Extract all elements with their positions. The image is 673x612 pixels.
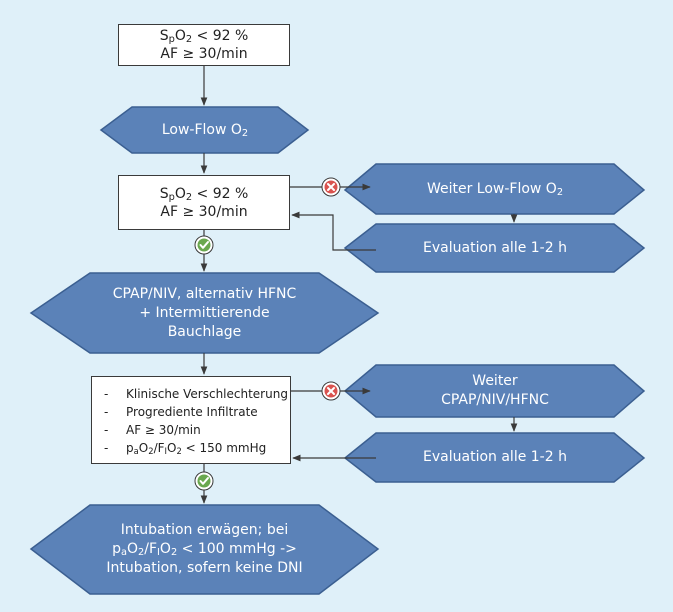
hexagon-evaluation-1 (343, 223, 646, 273)
list-item: -Klinische Verschlechterung (104, 387, 288, 401)
condition-spo2-line: SpO2 < 92 % (159, 185, 249, 203)
condition-af-line: AF ≥ 30/min (160, 203, 248, 220)
hexagon-cpap (29, 272, 380, 354)
cross-icon (321, 177, 341, 197)
arrow-eval1-back-to-box2 (291, 211, 376, 251)
evaluation-1-label: Evaluation alle 1-2 h (423, 239, 567, 256)
list-item: -paO2/FIO2 < 150 mmHg (104, 441, 267, 456)
weiter-cpap-label: Weiter CPAP/NIV/HFNC (441, 373, 549, 408)
checkmark-icon (194, 235, 214, 255)
list-item: -Progrediente Infiltrate (104, 405, 258, 419)
condition-spo2-line: SpO2 < 92 % (159, 28, 249, 45)
hexagon-evaluation-2 (343, 432, 646, 483)
intubation-label: Intubation erwägen; bei paO2/FIO2 < 100 … (106, 522, 303, 576)
cpap-label: CPAP/NIV, alternativ HFNC + Intermittier… (112, 285, 297, 340)
criteria-list-box: -Klinische Verschlechterung -Progredient… (91, 376, 291, 464)
hexagon-low-flow (99, 106, 310, 154)
hexagon-weiter-cpap (343, 364, 646, 418)
checkmark-icon (194, 471, 214, 491)
condition-box-2: SpO2 < 92 % AF ≥ 30/min (118, 175, 290, 230)
condition-box-1: SpO2 < 92 % AF ≥ 30/min (118, 24, 290, 66)
evaluation-2-label: Evaluation alle 1-2 h (423, 449, 567, 465)
condition-af-line: AF ≥ 30/min (160, 46, 248, 62)
hexagon-intubation (29, 504, 380, 595)
hexagon-weiter-low-flow (343, 163, 646, 215)
low-flow-label: Low-Flow O2 (161, 121, 249, 139)
list-item: -AF ≥ 30/min (104, 423, 201, 437)
cross-icon (321, 381, 341, 401)
weiter-low-flow-label: Weiter Low-Flow O2 (426, 180, 564, 198)
